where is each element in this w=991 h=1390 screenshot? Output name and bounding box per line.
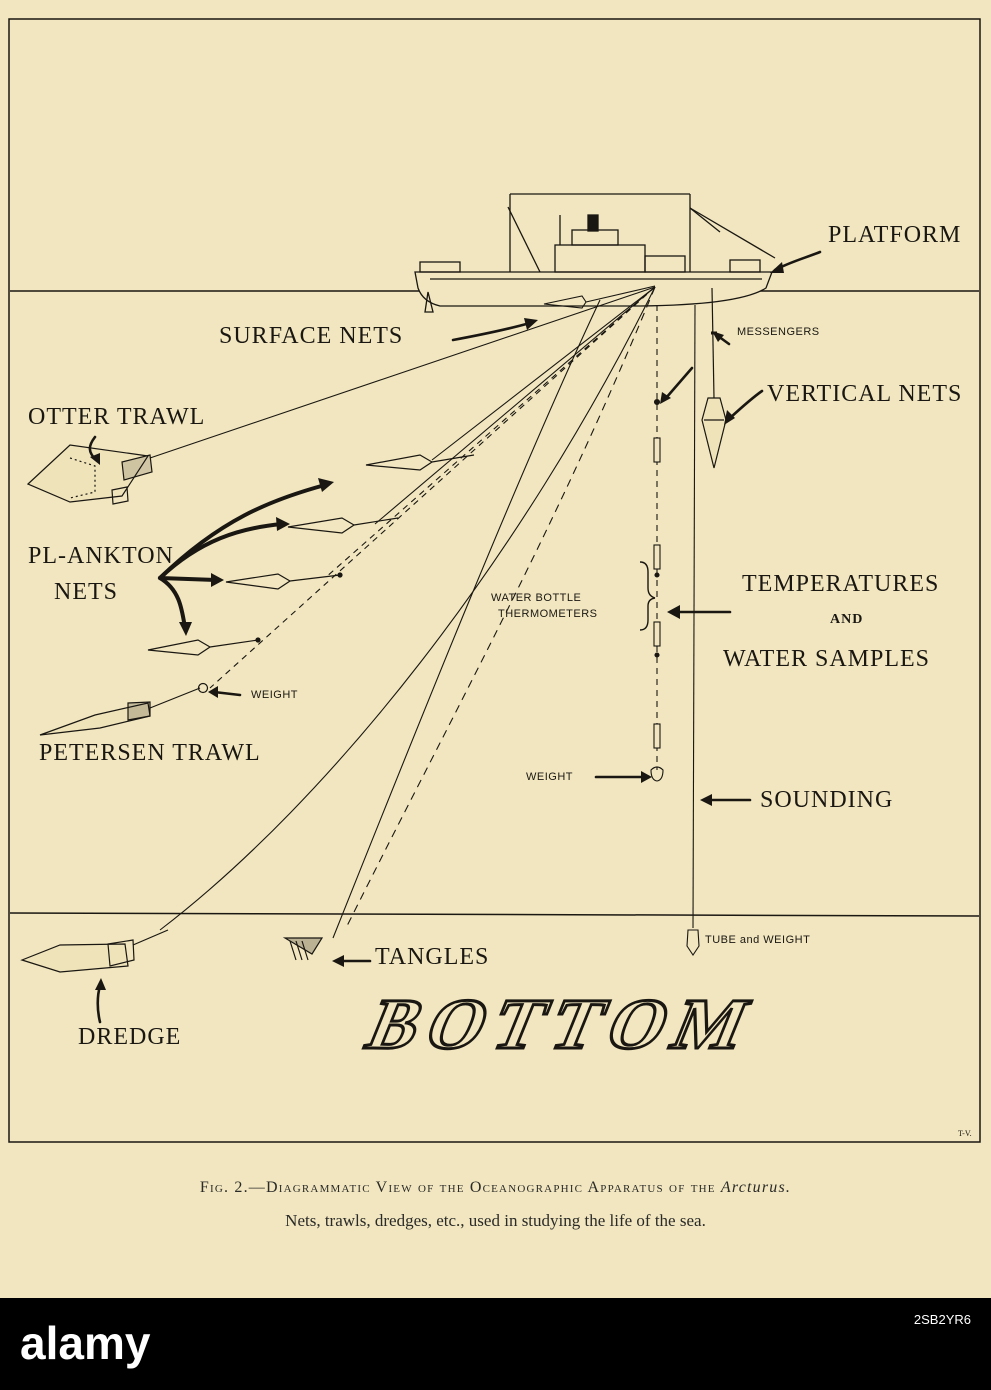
plankton-nets-label-line1: PL-ANKTON: [28, 543, 174, 569]
plankton-net-drawings: [147, 454, 475, 656]
plate-frame: [8, 18, 981, 1143]
figure-caption-line2: Nets, trawls, dredges, etc., used in stu…: [285, 1211, 706, 1230]
water-sample-line: [650, 305, 664, 782]
water-samples-label: WATER SAMPLES: [723, 646, 931, 672]
dredge-drawing: [20, 929, 169, 973]
temperatures-label: TEMPERATURES: [742, 571, 940, 597]
footer-strip: alamy 2SB2YR6: [0, 1298, 991, 1390]
sounding-line: [686, 304, 700, 956]
platform-label: PLATFORM: [828, 222, 962, 248]
bottom-lettering: BOTTOM: [354, 990, 772, 1060]
tow-lines: [149, 286, 656, 939]
diagram-plate: [0, 0, 991, 1298]
tangles-label: TANGLES: [375, 944, 490, 970]
and-label: AND: [830, 612, 864, 627]
thermometer-brace: [639, 561, 656, 631]
caption-prefix: Fig. 2.—Diagrammatic View of the Oceanog…: [199, 1179, 721, 1196]
bottom-word-text: BOTTOM: [356, 990, 771, 1060]
ship-drawing: [414, 193, 776, 313]
oceanographic-diagram: [8, 18, 981, 1143]
sounding-label: SOUNDING: [760, 787, 894, 813]
sea-bottom-line: [9, 912, 980, 917]
weight-label-center: WEIGHT: [526, 771, 573, 783]
water-bottle-label: WATER BOTTLE: [491, 592, 582, 604]
weight-label-left: WEIGHT: [251, 689, 298, 701]
otter-trawl-drawing: [26, 444, 153, 505]
petersen-trawl-drawing: [39, 682, 209, 736]
otter-trawl-label: OTTER TRAWL: [28, 404, 206, 430]
plankton-nets-label-line2: NETS: [54, 579, 118, 605]
label-arrowheads: [90, 262, 784, 990]
thermometers-label: THERMOMETERS: [498, 608, 598, 620]
surface-nets-label: SURFACE NETS: [219, 323, 404, 349]
label-pointer-arrows: [88, 250, 822, 1024]
plankton-arrowheads: [179, 478, 334, 636]
petersen-trawl-label: PETERSEN TRAWL: [39, 740, 261, 766]
footer-brand: alamy: [20, 1317, 151, 1369]
figure-caption-line1: Fig. 2.—Diagrammatic View of the Oceanog…: [0, 1179, 991, 1197]
tube-and-weight-label: TUBE and WEIGHT: [705, 934, 811, 946]
caption-ship-name: Arcturus.: [720, 1179, 792, 1196]
surface-net-drawing: [543, 285, 656, 309]
vertical-nets-label: VERTICAL NETS: [767, 381, 963, 407]
dredge-label: DREDGE: [78, 1024, 182, 1050]
footer-image-id: 2SB2YR6: [913, 1312, 971, 1327]
messengers-label: MESSENGERS: [737, 326, 820, 338]
artist-initials: T-V.: [958, 1129, 972, 1138]
vertical-net-drawing: [701, 287, 727, 469]
tangles-drawing: [282, 937, 324, 961]
